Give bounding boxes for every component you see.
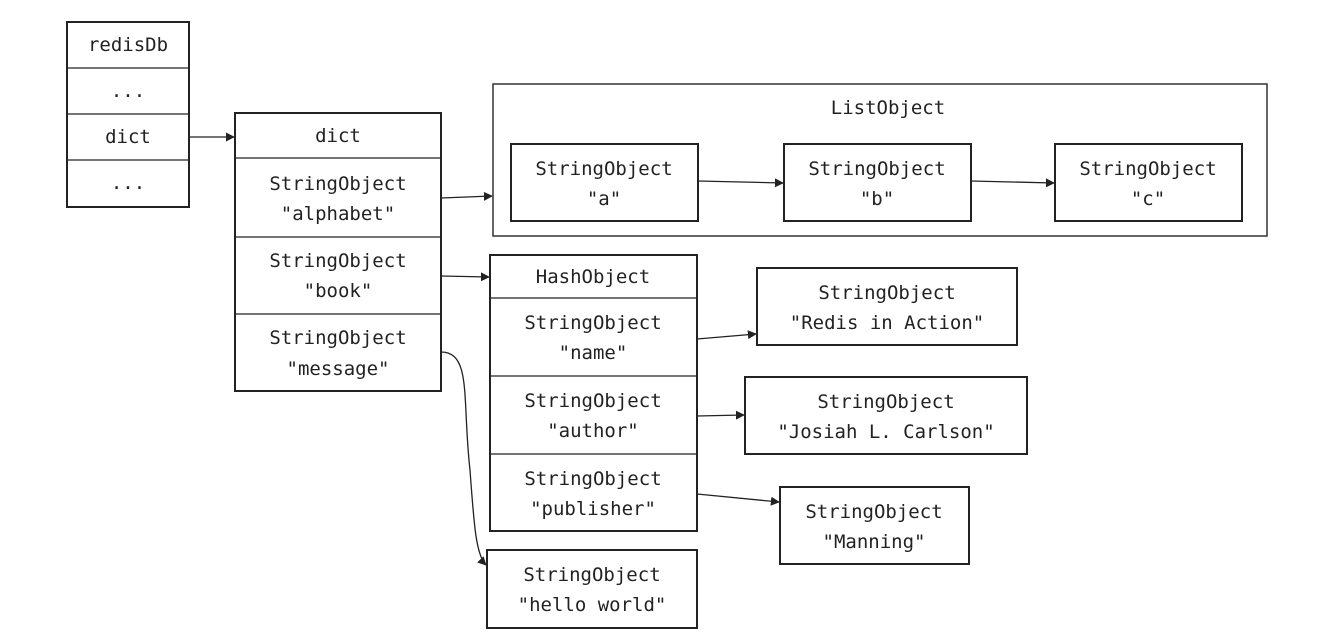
dict-key-alphabet-value: "alphabet": [281, 203, 395, 225]
hash-object-table: HashObject StringObject "name" StringObj…: [489, 254, 698, 532]
dict-key-book-value: "book": [304, 280, 373, 302]
message-value-box: [486, 549, 698, 629]
hash-field-name-value: "name": [559, 342, 628, 364]
redisdb-dict-field: dict: [105, 126, 151, 148]
arrow-list-b-to-c: [970, 178, 1055, 188]
dict-key-alphabet-type: StringObject: [269, 173, 406, 195]
hash-value-manning-box: [779, 486, 970, 565]
hash-field-name-type: StringObject: [524, 312, 661, 334]
hash-object-title: HashObject: [536, 266, 650, 288]
hash-value-redis-in-action: StringObject "Redis in Action": [756, 267, 1018, 346]
list-item-a-value: "a": [587, 188, 621, 210]
list-item-b-type: StringObject: [808, 158, 945, 180]
hash-value-josiah-carlson: StringObject "Josiah L. Carlson": [744, 376, 1028, 455]
hash-value-manning-type: StringObject: [805, 501, 942, 523]
hash-field-author-type: StringObject: [524, 390, 661, 412]
hash-value-josiah-carlson-box: [744, 376, 1028, 455]
hash-value-josiah-carlson-text: "Josiah L. Carlson": [777, 421, 994, 443]
list-item-a-type: StringObject: [535, 158, 672, 180]
list-item-c-type: StringObject: [1079, 158, 1216, 180]
hash-field-publisher-type: StringObject: [524, 468, 661, 490]
list-object-title: ListObject: [831, 97, 945, 119]
dict-table-border: [234, 112, 442, 392]
list-item-b-box: [783, 143, 972, 222]
dict-key-message-value: "message": [287, 358, 390, 380]
hash-value-manning: StringObject "Manning": [779, 486, 970, 565]
dict-key-message-type: StringObject: [269, 327, 406, 349]
list-item-b-value: "b": [860, 188, 894, 210]
list-object-frame: [492, 83, 1268, 237]
redisdb-ellipsis-top: ...: [111, 80, 145, 102]
hash-value-manning-text: "Manning": [823, 531, 926, 553]
arrow-list-a-to-b: [697, 178, 784, 188]
list-object: ListObject StringObject "a" StringObject…: [492, 83, 1268, 237]
list-item-c-value: "c": [1131, 188, 1165, 210]
hash-field-publisher-value: "publisher": [530, 498, 656, 520]
message-value-type: StringObject: [523, 564, 660, 586]
hash-value-redis-in-action-box: [756, 267, 1018, 346]
redisdb-title: redisDb: [88, 34, 168, 56]
dict-key-book-type: StringObject: [269, 250, 406, 272]
hash-value-redis-in-action-type: StringObject: [818, 282, 955, 304]
list-item-a-box: [510, 143, 699, 222]
redisdb-ellipsis-bottom: ...: [111, 172, 145, 194]
connector-arrows: [189, 132, 1055, 566]
arrow-book-to-hash: [440, 272, 490, 282]
arrow-name-to-value: [696, 330, 757, 340]
arrow-author-to-value: [696, 410, 745, 420]
message-value: StringObject "hello world": [486, 549, 698, 629]
redisdb-table: redisDb ... dict ...: [66, 21, 190, 208]
list-item-c-box: [1054, 143, 1243, 222]
hash-object-border: [489, 254, 698, 532]
arrow-message-to-value: [440, 351, 487, 566]
hash-value-redis-in-action-text: "Redis in Action": [790, 312, 984, 334]
hash-field-author-value: "author": [547, 420, 639, 442]
message-value-text: "hello world": [518, 594, 667, 616]
dict-title: dict: [315, 125, 361, 147]
arrow-publisher-to-value: [696, 493, 780, 506]
arrow-alphabet-to-list: [440, 191, 493, 201]
hash-value-josiah-carlson-type: StringObject: [817, 391, 954, 413]
dict-table: dict StringObject "alphabet" StringObjec…: [234, 112, 442, 392]
